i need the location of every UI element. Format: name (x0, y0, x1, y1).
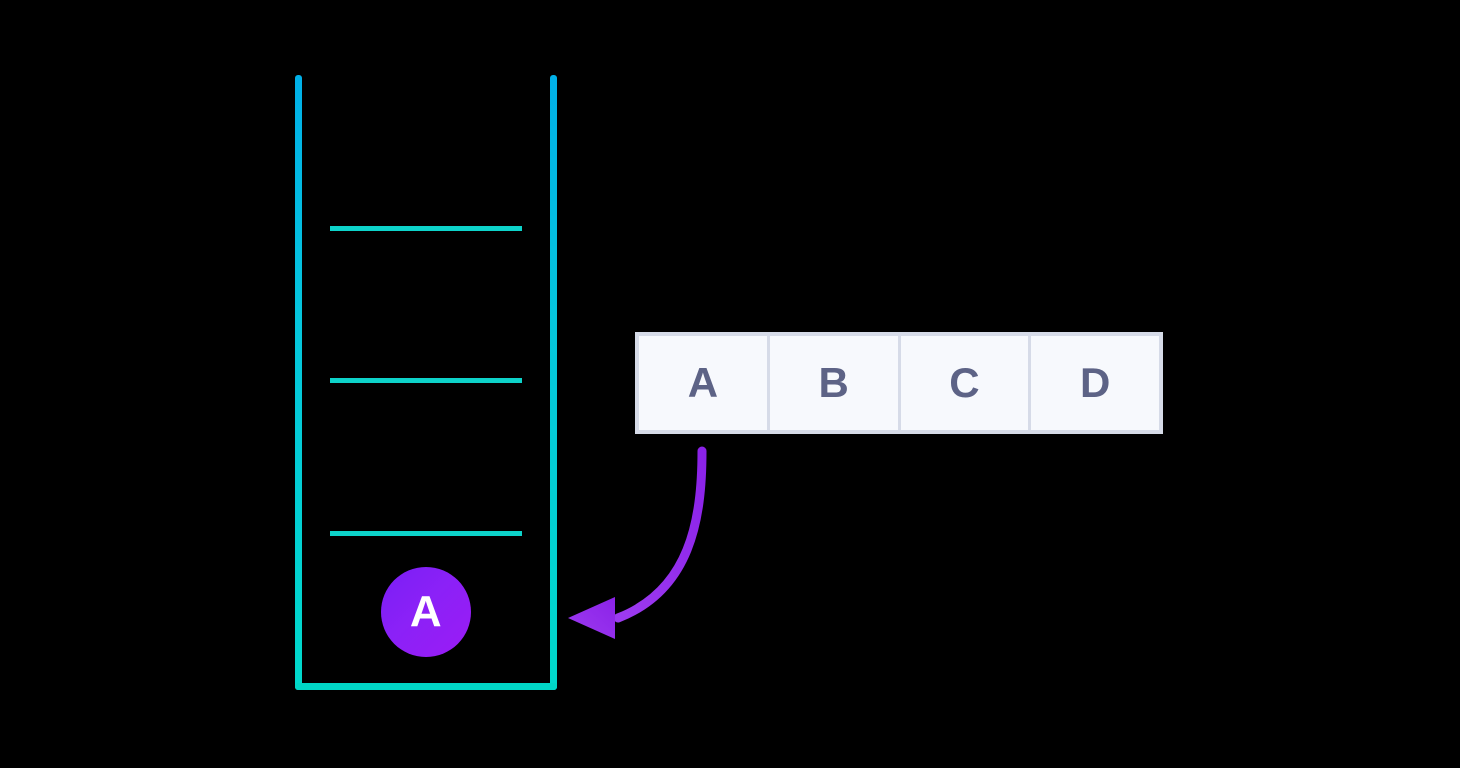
stack-divider-3 (330, 531, 522, 536)
array-cell-label-2: C (949, 359, 980, 406)
stack-item-a-label: A (409, 587, 443, 636)
stack-container: A (295, 75, 557, 690)
push-arrow-head (568, 597, 615, 639)
stack-wall-right (550, 75, 557, 690)
array-cell-label-1: B (818, 359, 849, 406)
array-cell-1[interactable]: B (769, 336, 898, 430)
array-cell-2[interactable]: C (900, 336, 1029, 430)
array-cell-3[interactable]: D (1031, 336, 1159, 430)
stack-wall-left (295, 75, 302, 690)
stack-divider-2 (330, 378, 522, 383)
stack-item-a[interactable]: A (381, 567, 471, 657)
array-cell-label-0: A (687, 359, 719, 406)
array-cell-label-3: D (1079, 359, 1111, 406)
stack-floor (295, 683, 557, 690)
push-arrow (568, 446, 707, 639)
array-cell-0[interactable]: A (639, 336, 767, 430)
push-arrow-curve (613, 446, 707, 623)
array-table: A B C D (635, 332, 1163, 434)
stack-divider-1 (330, 226, 522, 231)
